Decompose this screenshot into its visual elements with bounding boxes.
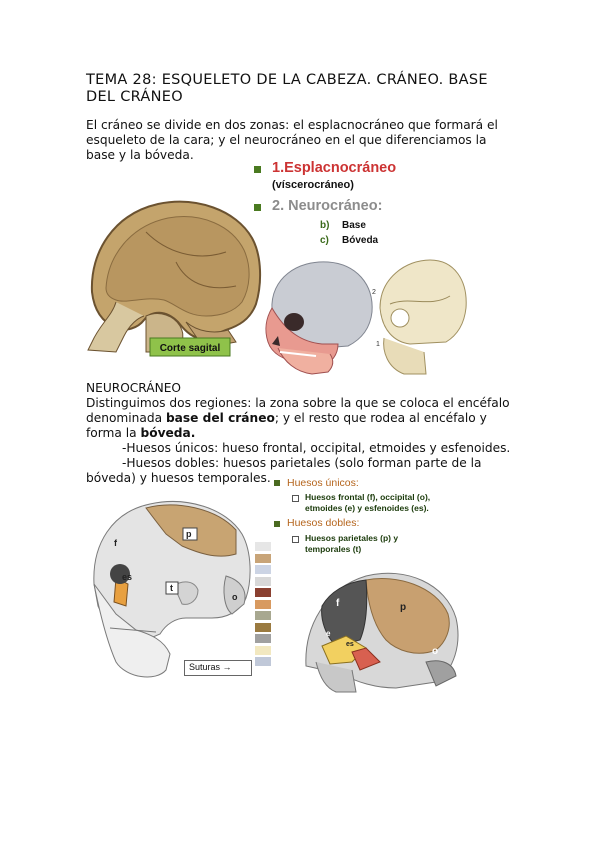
text-line: denominada base del cráneo; y el resto q…: [86, 411, 516, 426]
text-line: -Huesos dobles: huesos parietales (solo …: [122, 456, 482, 470]
color-swatch: [255, 622, 271, 632]
color-swatch: [255, 576, 271, 586]
boveda-label: Bóveda: [342, 235, 379, 246]
parietal-label: p: [186, 529, 192, 539]
svg-text:2: 2: [372, 289, 376, 296]
suturas-label: Suturas →: [189, 662, 232, 672]
color-swatch: [255, 553, 271, 563]
section-heading: NEUROCRÁNEO: [86, 381, 182, 395]
dobles-detail: Huesos parietales (p) y: [305, 533, 399, 543]
text-fragment: denominada: [86, 411, 166, 425]
viscerocraneo-label: (víscerocráneo): [272, 179, 354, 191]
color-swatch: [255, 611, 271, 620]
unicos-detail: Huesos frontal (f), occipital (o),: [305, 492, 431, 502]
skull-sagittal-colored-image: f p e o es: [305, 572, 459, 693]
etmoides-label: e: [326, 629, 331, 638]
text-line: bóveda) y huesos temporales.: [86, 471, 271, 485]
title-line: DEL CRÁNEO: [86, 89, 183, 105]
unicos-detail: etmoides (e) y esfenoides (es).: [305, 503, 429, 513]
title-line: TEMA 28: ESQUELETO DE LA CABEZA. CRÁNEO.…: [86, 72, 488, 88]
checkbox-icon: [292, 536, 299, 543]
color-swatch: [255, 542, 271, 551]
page-title: TEMA 28: ESQUELETO DE LA CABEZA. CRÁNEO.…: [86, 72, 526, 106]
skull-colored-image: [265, 261, 373, 375]
bold-term: bóveda.: [140, 426, 196, 440]
bullet-icon: [274, 480, 280, 486]
corte-sagital-caption: Corte sagital: [160, 343, 221, 354]
frontal-label: f: [336, 598, 340, 609]
esfenoides-label: es: [346, 641, 354, 648]
bold-term: base del cráneo: [165, 411, 275, 425]
text-line: esqueleto de la cara; y el neurocráneo e…: [86, 133, 487, 147]
skull-sagittal-image: Corte sagital: [87, 200, 262, 357]
color-swatch: [255, 657, 271, 666]
huesos-dobles-title: Huesos dobles:: [287, 517, 360, 529]
text-line: Distinguimos dos regiones: la zona sobre…: [86, 396, 510, 410]
color-swatch: [255, 565, 271, 574]
sub-letter: b): [320, 220, 330, 231]
text-line: forma la bóveda.: [86, 426, 516, 441]
sub-letter: c): [320, 235, 329, 246]
svg-text:1: 1: [376, 341, 380, 348]
skull-lateral-image: f p t o es: [93, 501, 251, 678]
bullet-icon: [254, 204, 261, 211]
esplacnocraneo-label: 1.Esplacnocráneo: [272, 160, 397, 176]
suturas-legend: Suturas →: [184, 660, 252, 676]
frontal-label: f: [114, 538, 118, 548]
text-line: -Huesos únicos: hueso frontal, occipital…: [122, 441, 511, 455]
color-swatch: [255, 599, 271, 609]
text-line: El cráneo se divide en dos zonas: el esp…: [86, 118, 498, 132]
text-line: base y la bóveda.: [86, 148, 194, 162]
occipital-label: o: [432, 646, 438, 657]
skull-sketch-image: 2 1: [372, 259, 467, 375]
color-swatch: [255, 588, 271, 597]
occipital-label: o: [232, 592, 238, 602]
color-swatch: [255, 634, 271, 643]
dobles-detail: temporales (t): [305, 544, 362, 554]
huesos-unicos-title: Huesos únicos:: [287, 477, 359, 489]
text-fragment: forma la: [86, 426, 141, 440]
neurocraneo-section: NEUROCRÁNEO Distinguimos dos regiones: l…: [86, 381, 516, 486]
color-swatch: [255, 645, 271, 655]
bullet-icon: [274, 521, 280, 527]
parietal-label: p: [400, 602, 406, 613]
temporal-label: t: [170, 583, 173, 593]
intro-paragraph: El cráneo se divide en dos zonas: el esp…: [86, 118, 506, 163]
checkbox-icon: [292, 495, 299, 502]
neurocraneo-label: 2. Neurocráneo:: [272, 198, 383, 214]
bullet-icon: [254, 166, 261, 173]
esfenoides-label: es: [122, 572, 132, 582]
base-label: Base: [342, 220, 366, 231]
swatch-column: [255, 542, 271, 669]
text-fragment: ; y el resto que rodea al encéfalo y: [274, 411, 487, 425]
